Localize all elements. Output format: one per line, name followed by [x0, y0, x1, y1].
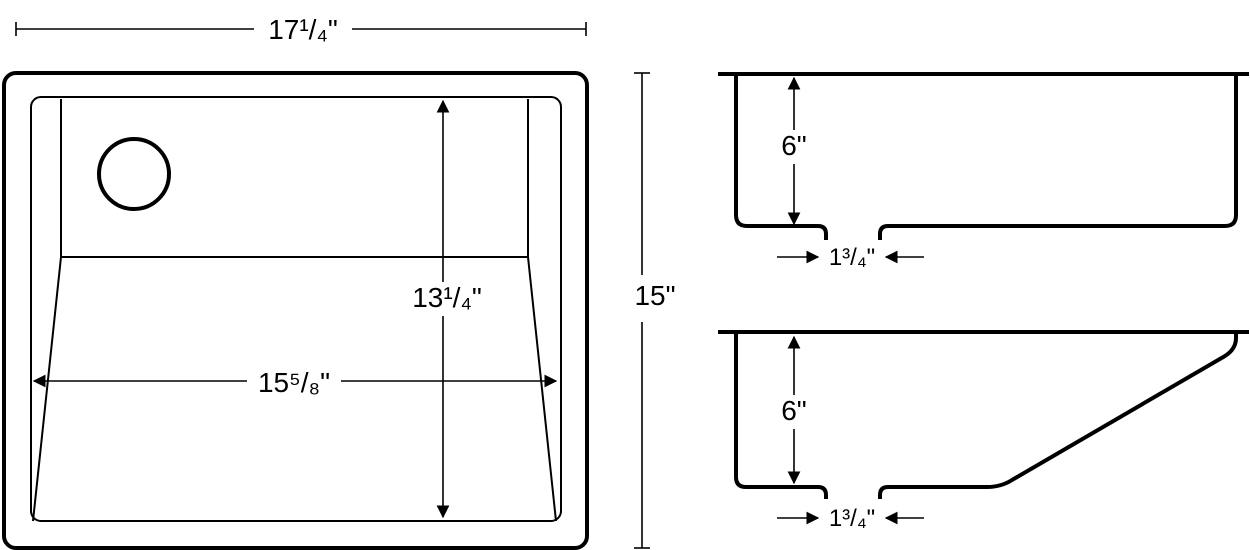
overall-height-dimension: 15" — [634, 72, 676, 549]
bottom-profile-drain-offset-label: 1³/₄" — [829, 505, 875, 532]
top-profile-left-wall — [734, 74, 828, 240]
front-profile-top: 6" 1³/₄" — [718, 72, 1249, 271]
top-profile-depth-label-bg — [775, 130, 813, 164]
front-profile-bottom: 6" 1³/₄" — [718, 330, 1249, 532]
left-slope-edge — [32, 256, 62, 522]
bowl-depth-label-bg — [406, 282, 488, 316]
right-slope-edge — [527, 256, 557, 522]
bowl-width-label: 15⁵/₈" — [258, 367, 330, 398]
sink-outer-rim — [2, 71, 589, 550]
overall-height-label: 15" — [634, 280, 675, 311]
overall-width-dimension: 17¹/₄" — [15, 14, 587, 45]
bowl-depth-label: 13¹/₄" — [412, 282, 482, 313]
top-profile-drain-offset-label: 1³/₄" — [829, 244, 875, 271]
bottom-profile-depth-label-bg — [775, 395, 813, 429]
top-profile-depth-label: 6" — [781, 130, 807, 161]
sink-inner-bowl — [30, 96, 562, 522]
overall-width-label: 17¹/₄" — [268, 14, 338, 45]
bottom-profile-depth-label: 6" — [781, 395, 807, 426]
sink-top-view: 13¹/₄" 15⁵/₈" — [2, 71, 589, 550]
bowl-width-label-bg — [247, 364, 341, 398]
drain-circle-icon — [97, 137, 171, 211]
bottom-profile-slanted-wall — [878, 332, 1238, 499]
bottom-profile-left-wall — [734, 332, 828, 499]
top-profile-right-wall — [878, 74, 1238, 240]
